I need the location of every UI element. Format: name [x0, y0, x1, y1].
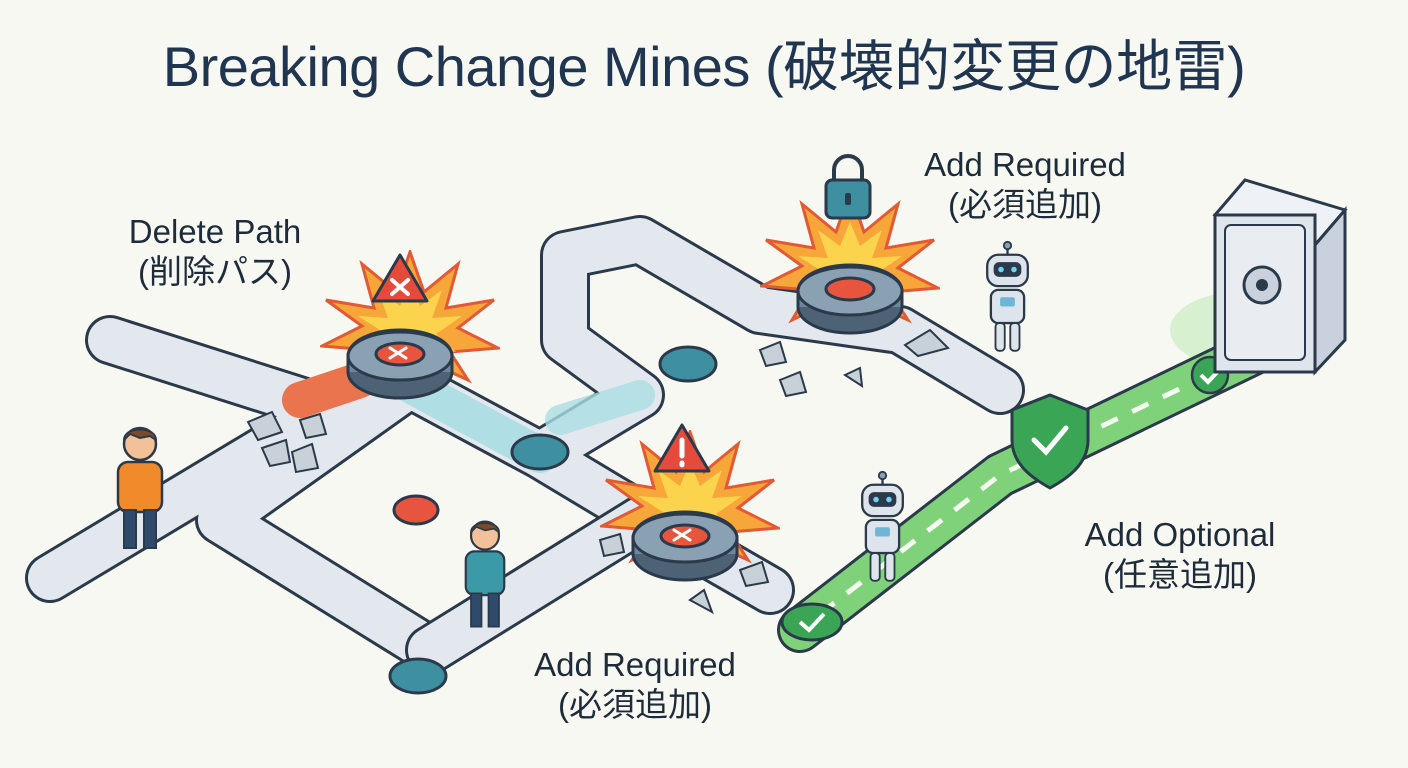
mine-add-required-bottom — [600, 423, 780, 582]
label-delete-path-jp: (削除パス) — [138, 253, 292, 290]
label-add-optional-jp: (任意追加) — [1103, 556, 1257, 593]
check-icon — [780, 602, 844, 642]
label-add-optional: Add Optional (任意追加) — [1060, 515, 1300, 595]
mine-add-required-top — [760, 154, 940, 335]
diagram-title: Breaking Change Mines (破壊的変更の地雷) — [162, 35, 1246, 98]
label-add-required-top-jp: (必須追加) — [948, 186, 1102, 223]
label-add-required-bottom-jp: (必須追加) — [558, 686, 712, 723]
label-delete-path-en: Delete Path — [128, 213, 302, 250]
label-add-required-bottom: Add Required (必須追加) — [505, 645, 765, 725]
shield-check-icon — [1010, 393, 1090, 490]
debris — [246, 328, 950, 615]
label-add-required-top: Add Required (必須追加) — [900, 145, 1150, 225]
label-add-optional-en: Add Optional — [1084, 516, 1276, 553]
label-delete-path: Delete Path (削除パス) — [100, 212, 330, 292]
label-add-required-bottom-en: Add Required — [534, 646, 736, 683]
robot-icon — [986, 240, 1029, 352]
mine-delete-path — [320, 250, 500, 400]
label-add-required-top-en: Add Required — [924, 146, 1126, 183]
lock-icon — [824, 154, 872, 220]
safe-icon — [1212, 178, 1348, 376]
path-nodes — [388, 345, 718, 695]
